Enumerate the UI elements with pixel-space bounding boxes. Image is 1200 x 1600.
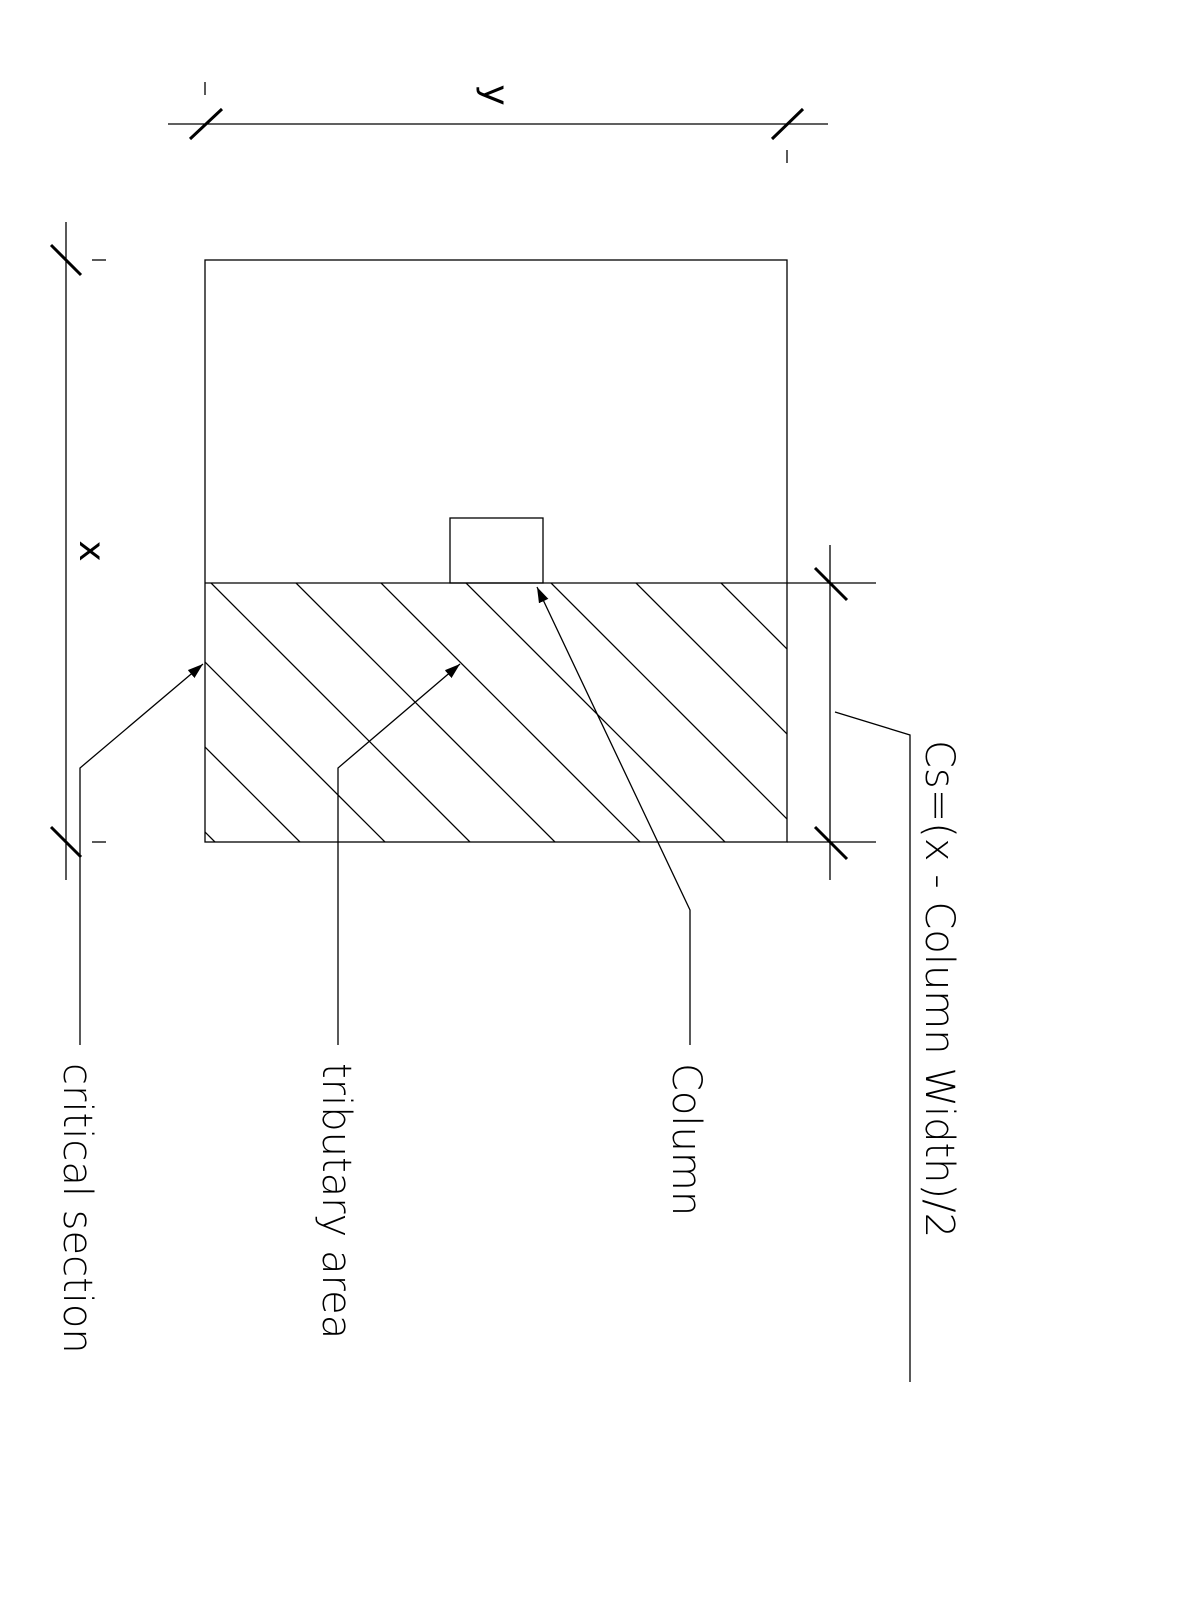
cs-dimension: Cs=(x - Column Width)/2 [787, 545, 962, 1382]
hatch-line [506, 283, 1200, 1142]
hatch-line [205, 831, 216, 842]
x-dimension-label: x [71, 540, 112, 561]
hatch-line [635, 583, 787, 735]
hatch-line [550, 583, 787, 820]
column [449, 517, 544, 584]
column-label: Column [663, 1063, 709, 1216]
slab-outline [204, 259, 788, 843]
tributary-area-label: tributary area [313, 1063, 359, 1339]
hatch-line [380, 583, 641, 842]
critical-section-leader: critical section [54, 663, 204, 1354]
hatch-line [465, 583, 726, 842]
column-leader: Column [536, 586, 709, 1216]
hatch-line [295, 583, 556, 842]
tributary-area-leader: tributary area [313, 663, 461, 1339]
cs-formula-label: Cs=(x - Column Width)/2 [916, 740, 962, 1238]
critical-section-label: critical section [54, 1063, 100, 1354]
hatch-line [205, 661, 386, 842]
x-dimension: x [49, 222, 112, 880]
hatch-line [720, 583, 787, 650]
tributary-area-hatch [205, 283, 1200, 1142]
y-dimension: y [168, 82, 828, 163]
y-dimension-label: y [475, 84, 516, 105]
hatch-line [210, 583, 471, 842]
